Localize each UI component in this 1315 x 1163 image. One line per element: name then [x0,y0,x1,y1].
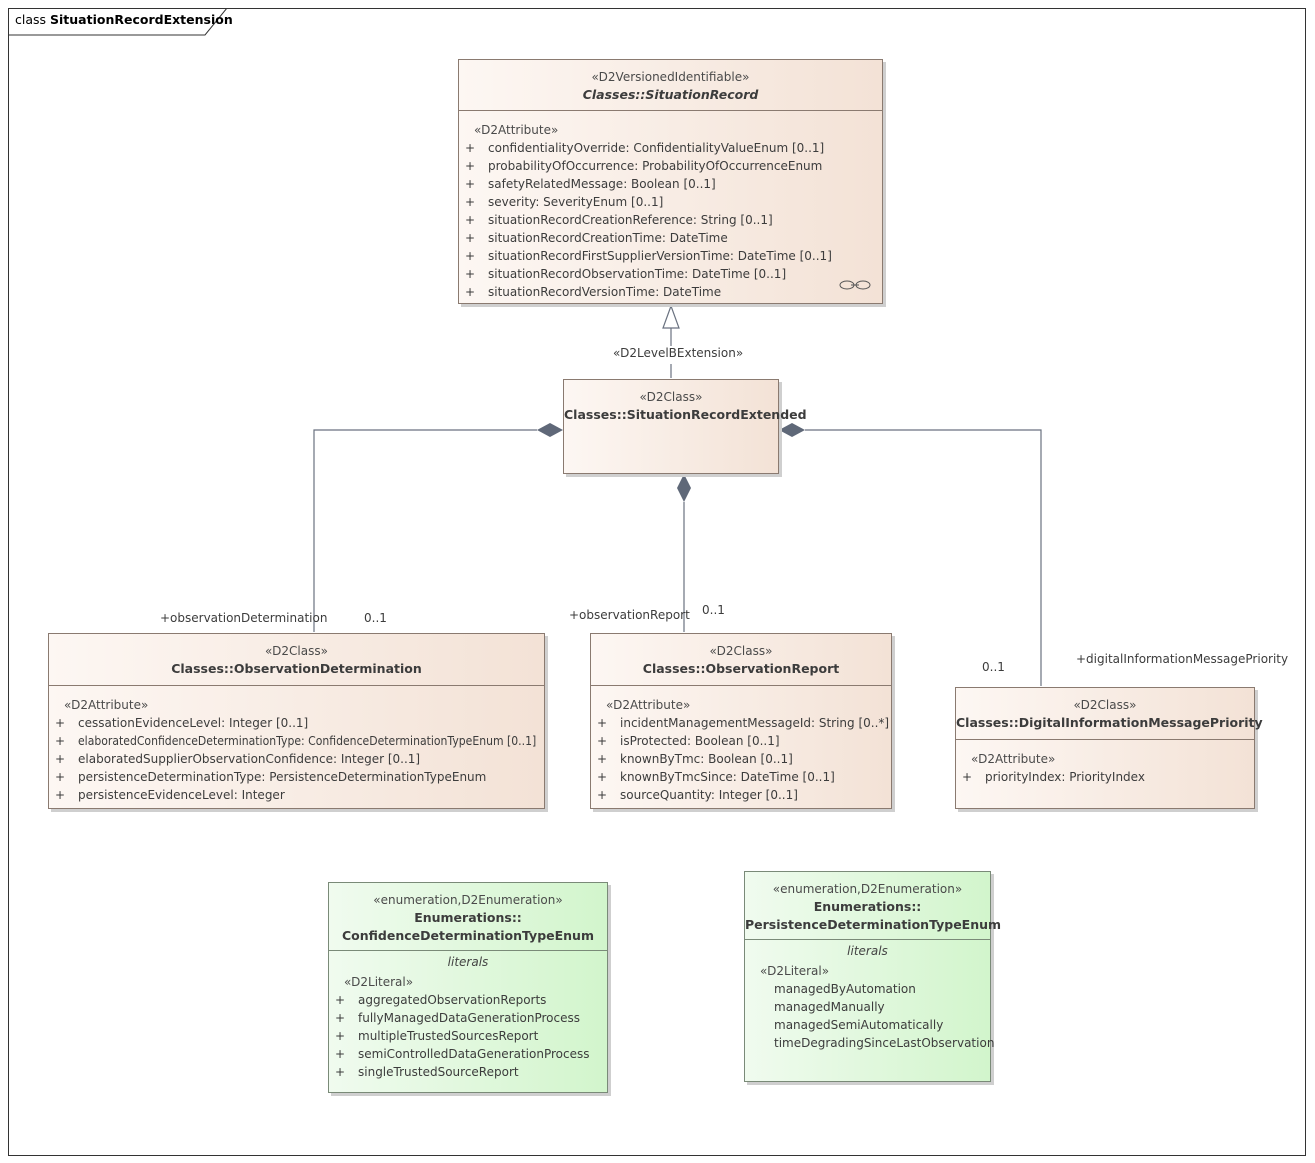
attribute-row[interactable]: +probabilityOfOccurrence: ProbabilityOfO… [465,159,823,173]
compartment-divider [49,685,544,686]
link-icon [839,280,871,290]
class-name: Classes::ObservationDetermination [171,661,422,676]
literal-row[interactable]: timeDegradingSinceLastObservation [774,1036,995,1050]
attribute-group-label: «D2Attribute» [474,123,559,137]
class-header: «D2VersionedIdentifiable» Classes::Situa… [459,60,882,110]
class-header: «D2Class» Classes::SituationRecordExtend… [564,380,807,424]
class-situation-record-extended[interactable]: «D2Class» Classes::SituationRecordExtend… [563,379,807,474]
attribute-row[interactable]: +elaboratedConfidenceDeterminationType: … [55,734,537,748]
attribute-group-label: «D2Attribute» [971,752,1056,766]
generalization-stereotype-label: «D2LevelBExtension» [613,346,744,360]
frame-tab [8,8,228,36]
attribute-row[interactable]: +priorityIndex: PriorityIndex [962,770,1145,784]
literals-section-label: literals [847,944,888,958]
frame-title: class SituationRecordExtension [15,12,233,27]
class-situation-record[interactable]: «D2VersionedIdentifiable» Classes::Situa… [458,59,883,304]
diagram-frame [8,8,1306,1156]
attribute-row[interactable]: +situationRecordFirstSupplierVersionTime… [465,249,832,263]
enum-name: ConfidenceDeterminationTypeEnum [342,928,594,943]
attribute-row[interactable]: +situationRecordCreationReference: Strin… [465,213,773,227]
stereotype-label: «enumeration,D2Enumeration» [772,882,963,896]
attribute-row[interactable]: +persistenceDeterminationType: Persisten… [55,770,487,784]
attribute-compartment: «D2Attribute» +cessationEvidenceLevel: I… [49,686,544,804]
class-observation-report[interactable]: «D2Class» Classes::ObservationReport «D2… [590,633,892,809]
compartment-divider [745,939,990,940]
enum-confidence-determination-type[interactable]: «enumeration,D2Enumeration» Enumerations… [328,882,608,1093]
attribute-row[interactable]: +cessationEvidenceLevel: Integer [0..1] [55,716,309,730]
stereotype-label: «D2Class» [265,644,328,658]
attribute-row[interactable]: +knownByTmc: Boolean [0..1] [597,752,793,766]
stereotype-label: «enumeration,D2Enumeration» [373,893,563,907]
generalization-arrowhead[interactable] [662,304,680,329]
literal-row[interactable]: managedByAutomation [774,982,916,996]
class-name: Classes::ObservationReport [642,661,840,676]
attribute-compartment: «D2Attribute» +confidentialityOverride: … [459,111,882,301]
compartment-divider [956,739,1254,740]
composition-diamond-bottom [677,474,691,502]
enum-header: «enumeration,D2Enumeration» Enumerations… [329,883,607,950]
attribute-row[interactable]: +situationRecordObservationTime: DateTim… [465,267,787,281]
attribute-row[interactable]: +severity: SeverityEnum [0..1] [465,195,664,209]
composition-diamond-left [537,423,563,437]
attribute-compartment: «D2Attribute» +priorityIndex: PriorityIn… [956,740,1254,786]
observation-report-role-label: +observationReport [569,608,690,622]
stereotype-label: «D2Class» [709,644,773,658]
frame-keyword: class [15,12,47,27]
literal-row[interactable]: +multipleTrustedSourcesReport [335,1029,539,1043]
literals-section-label: literals [447,955,489,969]
literal-compartment: «D2Literal» managedByAutomation managedM… [745,962,995,1052]
compartment-divider [459,110,882,111]
frame-name: SituationRecordExtension [50,12,233,27]
composition-line-digital-priority[interactable] [805,429,1042,686]
attribute-row[interactable]: +situationRecordVersionTime: DateTime [465,285,722,299]
attribute-row[interactable]: +situationRecordCreationTime: DateTime [465,231,728,245]
digital-priority-multiplicity: 0..1 [982,660,1005,674]
observation-determination-multiplicity: 0..1 [364,611,387,625]
literal-row[interactable]: managedSemiAutomatically [774,1018,944,1032]
enum-persistence-determination-type[interactable]: «enumeration,D2Enumeration» Enumerations… [744,871,1002,1082]
attribute-row[interactable]: +isProtected: Boolean [0..1] [597,734,780,748]
compartment-divider [329,950,607,951]
digital-priority-role-label: +digitalInformationMessagePriority [1076,652,1289,666]
composition-line-observation-determination[interactable] [313,429,537,632]
attribute-row[interactable]: +persistenceEvidenceLevel: Integer [55,788,285,802]
class-header: «D2Class» Classes::ObservationReport [591,634,891,685]
literal-row[interactable]: +aggregatedObservationReports [335,993,547,1007]
literal-row[interactable]: +fullyManagedDataGenerationProcess [335,1011,580,1025]
literal-row[interactable]: +semiControlledDataGenerationProcess [335,1047,590,1061]
class-header: «D2Class» Classes::DigitalInformationMes… [956,688,1263,739]
class-observation-determination[interactable]: «D2Class» Classes::ObservationDeterminat… [48,633,545,809]
class-header: «D2Class» Classes::ObservationDeterminat… [49,634,544,685]
literal-compartment: «D2Literal» +aggregatedObservationReport… [329,973,607,1081]
class-digital-information-message-priority[interactable]: «D2Class» Classes::DigitalInformationMes… [955,687,1263,809]
enum-header: «enumeration,D2Enumeration» Enumerations… [745,872,1002,939]
compartment-divider [591,685,891,686]
stereotype-label: «D2Class» [639,390,703,404]
attribute-row[interactable]: +sourceQuantity: Integer [0..1] [597,788,798,802]
stereotype-label: «D2VersionedIdentifiable» [591,70,750,84]
attribute-row[interactable]: +confidentialityOverride: Confidentialit… [465,141,825,155]
enum-name: PersistenceDeterminationTypeEnum [745,917,1002,932]
attribute-group-label: «D2Attribute» [606,698,691,712]
observation-report-multiplicity: 0..1 [702,603,725,617]
observation-determination-role-label: +observationDetermination [160,611,328,625]
class-name: Classes::SituationRecordExtended [564,407,807,422]
literal-group-label: «D2Literal» [760,964,830,978]
class-name: Classes::DigitalInformationMessagePriori… [956,715,1263,730]
composition-diamond-right [779,423,805,437]
enum-name-namespace: Enumerations:: [813,899,922,914]
literal-row[interactable]: +singleTrustedSourceReport [335,1065,519,1079]
attribute-row[interactable]: +safetyRelatedMessage: Boolean [0..1] [465,177,716,191]
stereotype-label: «D2Class» [1073,698,1137,712]
literal-row[interactable]: managedManually [774,1000,885,1014]
attribute-group-label: «D2Attribute» [64,698,149,712]
class-name: Classes::SituationRecord [582,87,759,102]
literal-group-label: «D2Literal» [344,975,414,989]
attribute-compartment: «D2Attribute» +incidentManagementMessage… [591,686,891,804]
attribute-row[interactable]: +incidentManagementMessageId: String [0.… [597,716,890,730]
attribute-row[interactable]: +knownByTmcSince: DateTime [0..1] [597,770,835,784]
enum-name-namespace: Enumerations:: [414,910,522,925]
attribute-row[interactable]: +elaboratedSupplierObservationConfidence… [55,752,421,766]
